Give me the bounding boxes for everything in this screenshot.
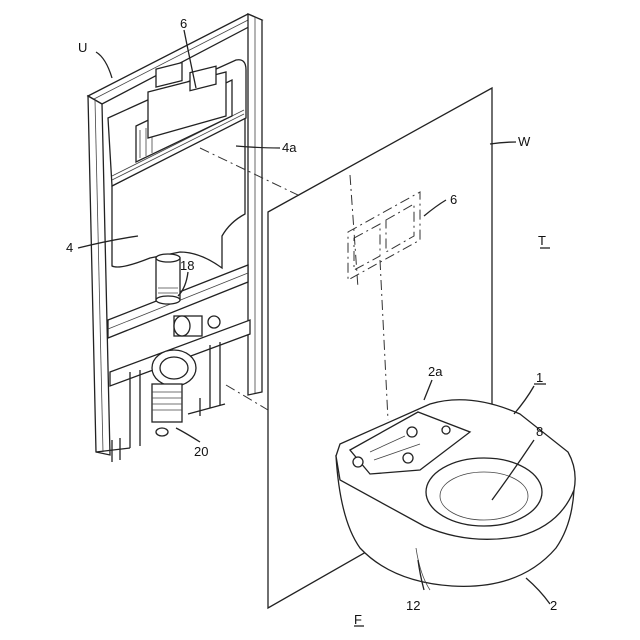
label-flush-plate-6-top: 6 bbox=[180, 16, 187, 31]
label-unit-U: U bbox=[78, 40, 87, 55]
drain-pipe bbox=[152, 350, 196, 436]
label-2: 2 bbox=[550, 598, 557, 613]
label-F: F bbox=[354, 612, 362, 627]
label-pipe-18: 18 bbox=[180, 258, 194, 273]
label-cistern-4: 4 bbox=[66, 240, 73, 255]
label-toilet-1: 1 bbox=[536, 370, 543, 385]
label-T: T bbox=[538, 233, 546, 248]
label-drain-20: 20 bbox=[194, 444, 208, 459]
label-12: 12 bbox=[406, 598, 420, 613]
label-bowl-8: 8 bbox=[536, 424, 543, 439]
label-2a: 2a bbox=[428, 364, 443, 379]
label-flush-plate-6-wall: 6 bbox=[450, 192, 457, 207]
label-wall-W: W bbox=[518, 134, 531, 149]
label-cistern-plate-4a: 4a bbox=[282, 140, 297, 155]
